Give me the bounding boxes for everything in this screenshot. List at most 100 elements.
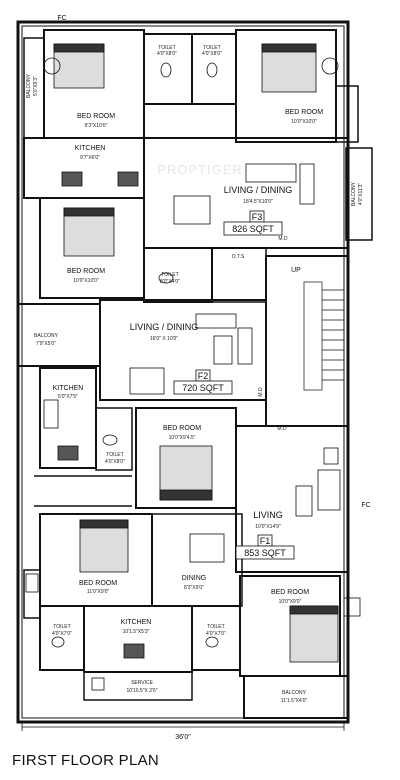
fc-right-label: FC bbox=[361, 502, 370, 509]
room-living-f1: LIVING 10'0"X14'9" bbox=[253, 510, 283, 530]
dimension-label: 36'0" bbox=[175, 734, 191, 741]
room-living-f2: LIVING / DINING 16'0" X 10'0" bbox=[130, 322, 199, 342]
room-name: LIVING / DINING bbox=[130, 322, 199, 332]
watermark: PROPTIGER bbox=[157, 162, 243, 177]
room-toilet-top-2: TOILET 4'0"X8'0" bbox=[202, 45, 222, 57]
room-name: BALCONY bbox=[34, 333, 59, 339]
room-bed-top-left: BED ROOM 9'3"X10'0" bbox=[77, 113, 115, 129]
room-dims: 4'0"X7'0" bbox=[206, 631, 226, 637]
room-dims: 11'1.5"X4'0" bbox=[281, 698, 308, 704]
room-dims: 9'3"X10'0" bbox=[85, 123, 108, 129]
flat-f2-id: F2 bbox=[198, 371, 209, 381]
room-dims: 10'0"X9'0" bbox=[279, 599, 302, 605]
flat-f3-badge: F3 826 SQFT bbox=[223, 210, 283, 236]
room-balcony-f2: BALCONY 7'9"X5'0" bbox=[34, 333, 59, 347]
room-name: DINING bbox=[182, 575, 207, 582]
room-name: UP bbox=[291, 267, 301, 274]
room-dims: 4'0"X8'0" bbox=[157, 51, 177, 57]
room-dims: 10'0"X14'9" bbox=[255, 524, 281, 530]
room-kitchen-top: KITCHEN 9'7"X6'0" bbox=[75, 145, 106, 161]
flat-f3-id: F3 bbox=[252, 212, 263, 222]
room-name: TOILET bbox=[161, 272, 178, 278]
room-toilet-f2: TOILET 8'0"X4'0" bbox=[160, 272, 180, 285]
room-name: TOILET bbox=[203, 45, 220, 51]
room-name: BED ROOM bbox=[285, 109, 323, 116]
room-name: KITCHEN bbox=[121, 619, 152, 626]
room-balcony-bottom: BALCONY 11'1.5"X4'0" bbox=[281, 690, 308, 704]
room-dims: 5'0"X9'3" bbox=[33, 76, 39, 96]
room-dims: 10'0"X10'0" bbox=[291, 119, 317, 125]
room-name: BED ROOM bbox=[77, 113, 115, 120]
room-dims: 16'0" X 10'0" bbox=[150, 336, 178, 342]
room-name: TOILET bbox=[53, 624, 70, 630]
room-balcony-top-left: BALCONY 5'0"X9'3" bbox=[26, 73, 39, 98]
room-balcony-right-f3: BALCONY 4'0"X11'3" bbox=[351, 181, 364, 206]
room-name: TOILET bbox=[158, 45, 175, 51]
room-up: UP bbox=[291, 267, 301, 274]
room-dims: 7'9"X5'0" bbox=[36, 341, 56, 347]
room-name: LIVING bbox=[253, 510, 283, 520]
room-name: BALCONY bbox=[26, 73, 32, 98]
flat-f2-badge: F2 720 SQFT bbox=[173, 369, 233, 395]
room-living-f3: LIVING / DINING 18'4.5"X10'0" bbox=[224, 185, 293, 205]
room-dims: 8'0"X4'0" bbox=[160, 279, 180, 285]
room-dims: 11'0"X9'0" bbox=[87, 589, 110, 595]
door-md-f1: M.D bbox=[277, 426, 287, 432]
bottom-zone-walls bbox=[23, 425, 349, 719]
top-zone-furniture bbox=[43, 43, 339, 225]
room-dims: 9'7"X6'0" bbox=[80, 155, 100, 161]
room-ots: O.T.S bbox=[232, 254, 245, 260]
room-dining-f1: DINING 8'3"X9'0" bbox=[182, 575, 207, 591]
bottom-zone-furniture bbox=[25, 447, 361, 691]
room-toilet-top-1: TOILET 4'0"X8'0" bbox=[157, 45, 177, 57]
room-bed-f2: BED ROOM 10'0"X10'0" bbox=[67, 268, 105, 284]
room-name: O.T.S bbox=[232, 254, 245, 260]
door-md-f2: M.D bbox=[258, 387, 264, 397]
room-dims: 8'3"X9'0" bbox=[184, 585, 204, 591]
room-kitchen-f2: KITCHEN 5'0"X7'5" bbox=[53, 385, 84, 400]
room-toilet-bottom-right: TOILET 4'0"X7'0" bbox=[206, 624, 226, 637]
room-dims: 4'0"X7'0" bbox=[52, 631, 72, 637]
room-dims: 4'0"X8'0" bbox=[202, 51, 222, 57]
room-name: BED ROOM bbox=[67, 268, 105, 275]
room-name: TOILET bbox=[207, 624, 224, 630]
room-name: LIVING / DINING bbox=[224, 185, 293, 195]
room-toilet-mid: TOILET 4'0"X8'0" bbox=[105, 452, 125, 465]
flat-f2-area: 720 SQFT bbox=[182, 383, 224, 393]
flat-f3-area: 826 SQFT bbox=[232, 224, 274, 234]
room-name: TOILET bbox=[106, 452, 123, 458]
plan-title: FIRST FLOOR PLAN bbox=[12, 752, 160, 769]
flat-f1-badge: F1 853 SQFT bbox=[235, 534, 295, 560]
room-name: SERVICE bbox=[131, 680, 154, 686]
room-name: BED ROOM bbox=[79, 580, 117, 587]
room-dims: 10'1.5"X5'3" bbox=[123, 629, 150, 635]
room-name: KITCHEN bbox=[53, 385, 84, 392]
room-dims: 4'0"X8'0" bbox=[105, 459, 125, 465]
room-kitchen-bottom: KITCHEN 10'1.5"X5'3" bbox=[121, 619, 152, 635]
flat-f1-area: 853 SQFT bbox=[244, 548, 286, 558]
room-bed-bottom-left: BED ROOM 11'0"X9'0" bbox=[79, 580, 117, 595]
room-bed-mid: BED ROOM 10'0"X9'4.5" bbox=[163, 425, 201, 441]
dimension-line bbox=[21, 723, 345, 731]
room-service: SERVICE 10'10.5"X 2'6" bbox=[126, 680, 157, 694]
room-toilet-bottom-left: TOILET 4'0"X7'0" bbox=[52, 624, 72, 637]
room-dims: 10'10.5"X 2'6" bbox=[126, 688, 157, 694]
room-bed-bottom-right: BED ROOM 10'0"X9'0" bbox=[271, 589, 309, 605]
room-dims: 18'4.5"X10'0" bbox=[243, 199, 273, 205]
room-name: BALCONY bbox=[282, 690, 307, 696]
room-dims: 10'0"X10'0" bbox=[73, 278, 99, 284]
room-name: BALCONY bbox=[351, 181, 357, 206]
fc-top-label: FC bbox=[57, 15, 66, 22]
door-md-f3: M.D bbox=[278, 236, 288, 242]
room-dims: 5'0"X7'5" bbox=[58, 394, 78, 400]
room-name: KITCHEN bbox=[75, 145, 106, 152]
room-dims: 10'0"X9'4.5" bbox=[169, 435, 196, 441]
staircase bbox=[303, 281, 344, 391]
room-name: BED ROOM bbox=[163, 425, 201, 432]
room-bed-top-right: BED ROOM 10'0"X10'0" bbox=[285, 109, 323, 125]
middle-zone-furniture bbox=[34, 207, 253, 507]
room-dims: 4'0"X11'3" bbox=[358, 183, 364, 206]
flat-f1-id: F1 bbox=[260, 536, 271, 546]
room-name: BED ROOM bbox=[271, 589, 309, 596]
